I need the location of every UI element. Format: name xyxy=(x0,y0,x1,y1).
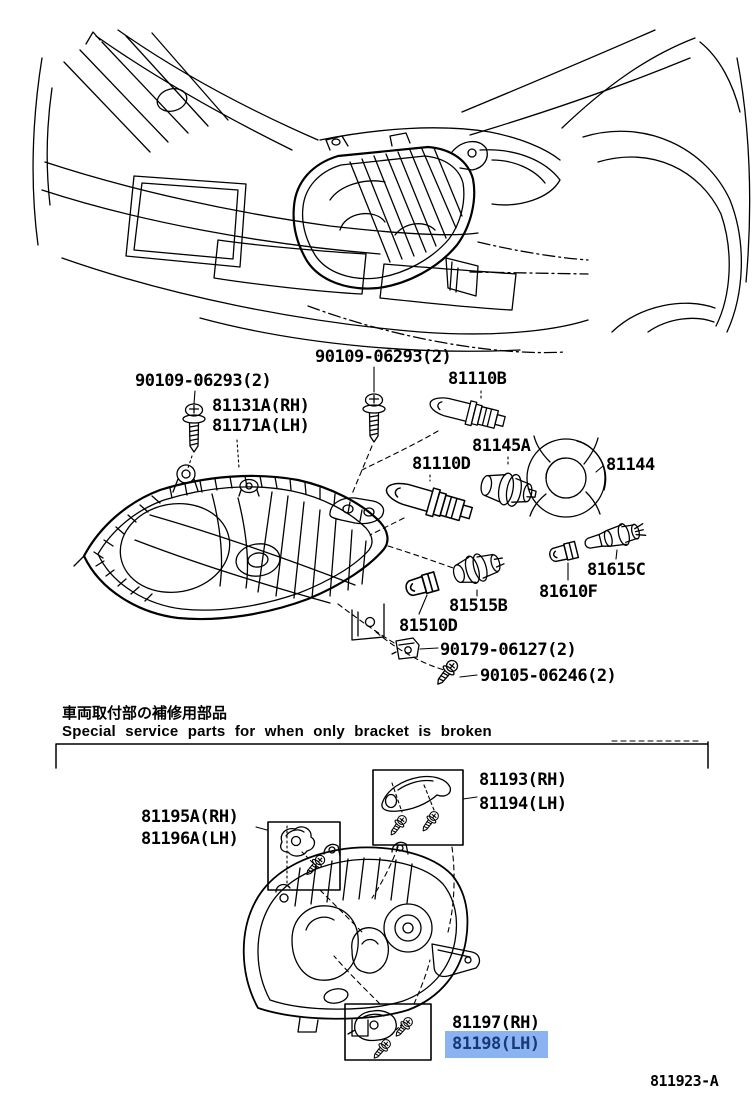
part-label-81198-lh-selected[interactable]: 81198(LH) xyxy=(445,1031,548,1058)
part-label-81194-lh[interactable]: 81194(LH) xyxy=(479,794,567,814)
inset-box-81193 xyxy=(372,769,464,846)
figure-code: 811923-A xyxy=(650,1072,719,1090)
bracket-81195a-illustration xyxy=(280,825,328,887)
bulb-81610f-illustration xyxy=(547,540,580,565)
car-front-illustration xyxy=(32,29,751,354)
part-label-81131a-rh[interactable]: 81131A(RH) xyxy=(212,396,310,416)
car-headlamp xyxy=(292,132,488,297)
bulb-81510d-illustration xyxy=(403,571,440,600)
part-label-bracket-upper[interactable]: 81193(RH) 81194(LH) xyxy=(479,768,567,816)
part-label-81193-rh[interactable]: 81193(RH) xyxy=(479,770,567,790)
part-label-81515b[interactable]: 81515B xyxy=(449,596,508,616)
bulb-81110b-illustration xyxy=(426,390,508,434)
part-label-81195a-rh[interactable]: 81195A(RH) xyxy=(141,807,239,827)
part-label-81110b[interactable]: 81110B xyxy=(448,369,507,389)
section-note-english: Special service parts for when only brac… xyxy=(62,723,492,740)
headlamp-housing-rear-illustration xyxy=(242,841,481,1037)
part-label-81196a-lh[interactable]: 81196A(LH) xyxy=(141,829,239,849)
part-label-81144[interactable]: 81144 xyxy=(606,455,655,475)
bulb-81110d-illustration xyxy=(382,474,476,528)
part-label-81110d[interactable]: 81110D xyxy=(412,454,471,474)
screw-90105-illustration xyxy=(432,657,462,689)
part-label-90105-06246[interactable]: 90105-06246(2) xyxy=(480,666,617,686)
part-label-81615c[interactable]: 81615C xyxy=(587,560,646,580)
part-label-81197-rh[interactable]: 81197(RH) xyxy=(452,1013,540,1033)
selected-part-highlight[interactable]: 81198(LH) xyxy=(445,1031,548,1058)
socket-81615c-illustration xyxy=(581,518,648,556)
retaining-ring-81144-illustration xyxy=(526,435,607,518)
part-label-81510d[interactable]: 81510D xyxy=(399,616,458,636)
bracket-81193-illustration xyxy=(381,775,451,839)
bolt-illustration-left xyxy=(182,403,206,453)
part-label-90179-06127[interactable]: 90179-06127(2) xyxy=(440,640,577,660)
part-label-90109-06293-left[interactable]: 90109-06293(2) xyxy=(135,371,272,391)
headlamp-assembly-illustration xyxy=(73,366,648,689)
bolt-illustration-right xyxy=(362,393,386,443)
part-label-81610f[interactable]: 81610F xyxy=(539,582,598,602)
part-label-headlamp-unit[interactable]: 81131A(RH) 81171A(LH) xyxy=(212,396,310,436)
section-divider xyxy=(55,741,709,769)
socket-81515b-illustration xyxy=(449,546,508,590)
special-service-section-illustration xyxy=(55,740,709,1062)
part-label-81171a-lh[interactable]: 81171A(LH) xyxy=(212,416,310,436)
clip-illustration xyxy=(391,637,420,660)
part-label-81145a[interactable]: 81145A xyxy=(472,436,531,456)
section-note-japanese: 車両取付部の補修用部品 xyxy=(62,704,228,722)
part-label-bracket-side[interactable]: 81195A(RH) 81196A(LH) xyxy=(141,806,239,850)
part-label-90109-06293-right[interactable]: 90109-06293(2) xyxy=(315,347,452,367)
inset-box-81197 xyxy=(344,1003,432,1061)
